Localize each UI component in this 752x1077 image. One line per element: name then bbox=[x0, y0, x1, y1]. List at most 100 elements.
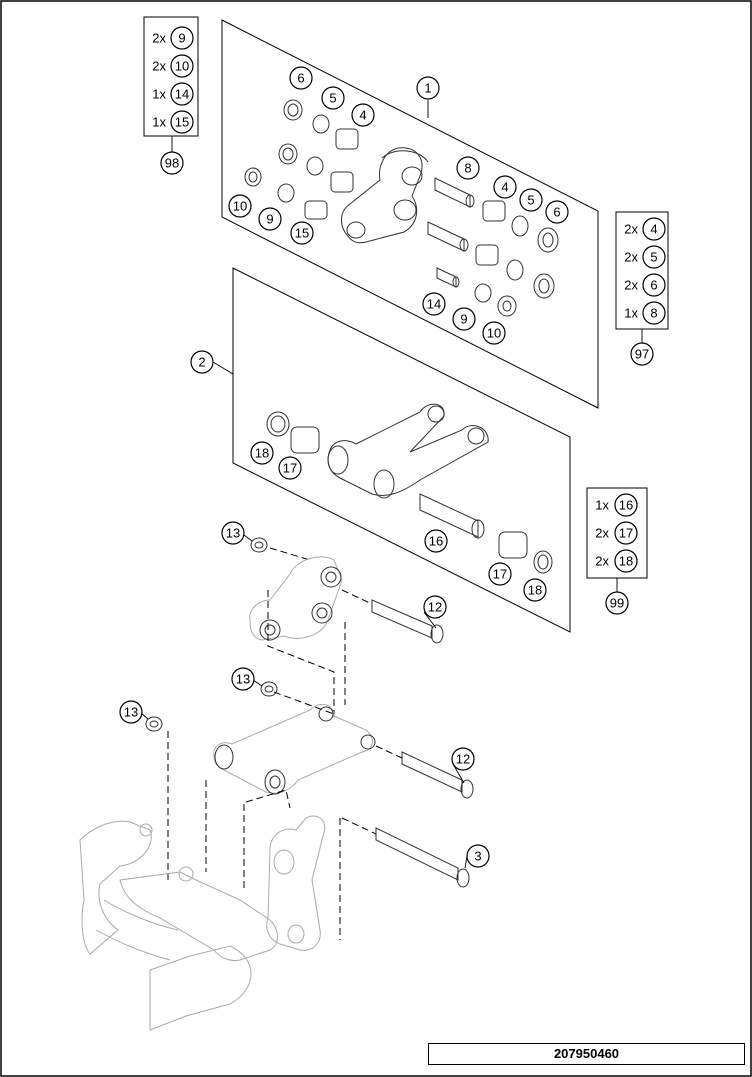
svg-text:10: 10 bbox=[175, 59, 189, 74]
svg-text:4: 4 bbox=[650, 222, 657, 237]
kit-97-label: 97 bbox=[630, 342, 654, 366]
kit-99-box: 1x 16 2x 17 2x 18 99 bbox=[586, 487, 648, 615]
callout-17: 17 bbox=[278, 456, 302, 480]
kit-97-box: 2x 4 2x 5 2x 6 1x 8 97 bbox=[615, 211, 669, 366]
svg-text:9: 9 bbox=[460, 312, 467, 327]
kit-99-part-3: 18 bbox=[614, 549, 638, 573]
svg-text:97: 97 bbox=[635, 347, 649, 362]
kit-97-part-3: 6 bbox=[642, 273, 666, 297]
kit-97-qty-2: 2x bbox=[624, 250, 638, 265]
svg-text:16: 16 bbox=[619, 498, 633, 513]
svg-text:10: 10 bbox=[487, 326, 501, 341]
kit-99-qty-3: 2x bbox=[595, 554, 609, 569]
svg-text:12: 12 bbox=[428, 600, 442, 615]
svg-text:15: 15 bbox=[175, 115, 189, 130]
callout-18: 18 bbox=[250, 441, 274, 465]
svg-text:14: 14 bbox=[175, 87, 189, 102]
svg-text:18: 18 bbox=[255, 446, 269, 461]
svg-text:3: 3 bbox=[474, 849, 481, 864]
assembly-2-panel bbox=[232, 267, 571, 633]
svg-text:5: 5 bbox=[527, 193, 534, 208]
kit-97-part-4: 8 bbox=[642, 301, 666, 325]
kit-99-part-2: 17 bbox=[614, 521, 638, 545]
svg-text:14: 14 bbox=[427, 297, 441, 312]
callout-9: 9 bbox=[452, 307, 476, 331]
document-number: 207950460 bbox=[428, 1043, 745, 1065]
kit-97-part-1: 4 bbox=[642, 217, 666, 241]
callout-2: 2 bbox=[190, 350, 214, 374]
callout-15: 15 bbox=[290, 221, 314, 245]
callout-13: 13 bbox=[119, 700, 143, 724]
kit-98-part-1: 9 bbox=[170, 26, 194, 50]
callout-6: 6 bbox=[545, 200, 569, 224]
callout-4: 4 bbox=[351, 103, 375, 127]
callout-5: 5 bbox=[519, 188, 543, 212]
kit-98-box: 2x 9 2x 10 1x 14 1x 15 98 bbox=[143, 16, 199, 175]
svg-text:8: 8 bbox=[464, 161, 471, 176]
svg-text:99: 99 bbox=[610, 596, 624, 611]
kit-97-qty-1: 2x bbox=[624, 222, 638, 237]
svg-text:12: 12 bbox=[456, 752, 470, 767]
svg-text:18: 18 bbox=[619, 554, 633, 569]
assembly-1-panel bbox=[221, 19, 599, 409]
svg-text:17: 17 bbox=[283, 461, 297, 476]
svg-text:6: 6 bbox=[553, 205, 560, 220]
svg-text:15: 15 bbox=[295, 226, 309, 241]
kit-98-qty-2: 2x bbox=[152, 59, 166, 74]
svg-text:2: 2 bbox=[198, 355, 205, 370]
kit-98-label: 98 bbox=[160, 151, 184, 175]
kit-98-part-4: 15 bbox=[170, 110, 194, 134]
svg-text:13: 13 bbox=[236, 672, 250, 687]
svg-text:13: 13 bbox=[124, 705, 138, 720]
kit-98-qty-1: 2x bbox=[152, 31, 166, 46]
kit-99-label: 99 bbox=[605, 591, 629, 615]
svg-text:5: 5 bbox=[650, 250, 657, 265]
svg-text:6: 6 bbox=[650, 278, 657, 293]
kit-97-part-2: 5 bbox=[642, 245, 666, 269]
svg-text:4: 4 bbox=[359, 108, 366, 123]
kit-99-qty-2: 2x bbox=[595, 526, 609, 541]
svg-text:10: 10 bbox=[233, 199, 247, 214]
callout-17: 17 bbox=[488, 562, 512, 586]
kit-97-qty-3: 2x bbox=[624, 278, 638, 293]
svg-text:6: 6 bbox=[297, 71, 304, 86]
callout-13: 13 bbox=[231, 667, 255, 691]
callout-5: 5 bbox=[321, 86, 345, 110]
svg-text:5: 5 bbox=[329, 91, 336, 106]
callout-9: 9 bbox=[258, 207, 282, 231]
kit-98-part-3: 14 bbox=[170, 82, 194, 106]
callout-4: 4 bbox=[493, 175, 517, 199]
callout-13: 13 bbox=[221, 521, 245, 545]
callout-10: 10 bbox=[482, 321, 506, 345]
callout-3: 3 bbox=[466, 844, 490, 868]
callout-12: 12 bbox=[451, 747, 475, 771]
kit-97-qty-4: 1x bbox=[624, 306, 638, 321]
svg-text:9: 9 bbox=[266, 212, 273, 227]
callout-10: 10 bbox=[228, 194, 252, 218]
callout-1: 1 bbox=[416, 76, 440, 100]
callout-8: 8 bbox=[456, 156, 480, 180]
svg-text:17: 17 bbox=[619, 526, 633, 541]
kit-98-part-2: 10 bbox=[170, 54, 194, 78]
callout-14: 14 bbox=[422, 292, 446, 316]
kit-99-qty-1: 1x bbox=[595, 498, 609, 513]
kit-98-qty-3: 1x bbox=[152, 87, 166, 102]
svg-text:1: 1 bbox=[424, 81, 431, 96]
svg-text:16: 16 bbox=[429, 534, 443, 549]
svg-text:8: 8 bbox=[650, 306, 657, 321]
svg-text:98: 98 bbox=[165, 156, 179, 171]
lower-assembly bbox=[79, 537, 474, 1031]
svg-text:13: 13 bbox=[226, 526, 240, 541]
assembly-2-parts bbox=[266, 403, 553, 574]
kit-98-qty-4: 1x bbox=[152, 115, 166, 130]
callout-16: 16 bbox=[424, 529, 448, 553]
svg-text:18: 18 bbox=[528, 583, 542, 598]
svg-text:17: 17 bbox=[493, 567, 507, 582]
svg-text:4: 4 bbox=[501, 180, 508, 195]
kit-99-part-1: 16 bbox=[614, 493, 638, 517]
assembly-1-parts bbox=[244, 99, 559, 317]
callout-12: 12 bbox=[423, 595, 447, 619]
callout-6: 6 bbox=[289, 66, 313, 90]
callout-18: 18 bbox=[523, 578, 547, 602]
